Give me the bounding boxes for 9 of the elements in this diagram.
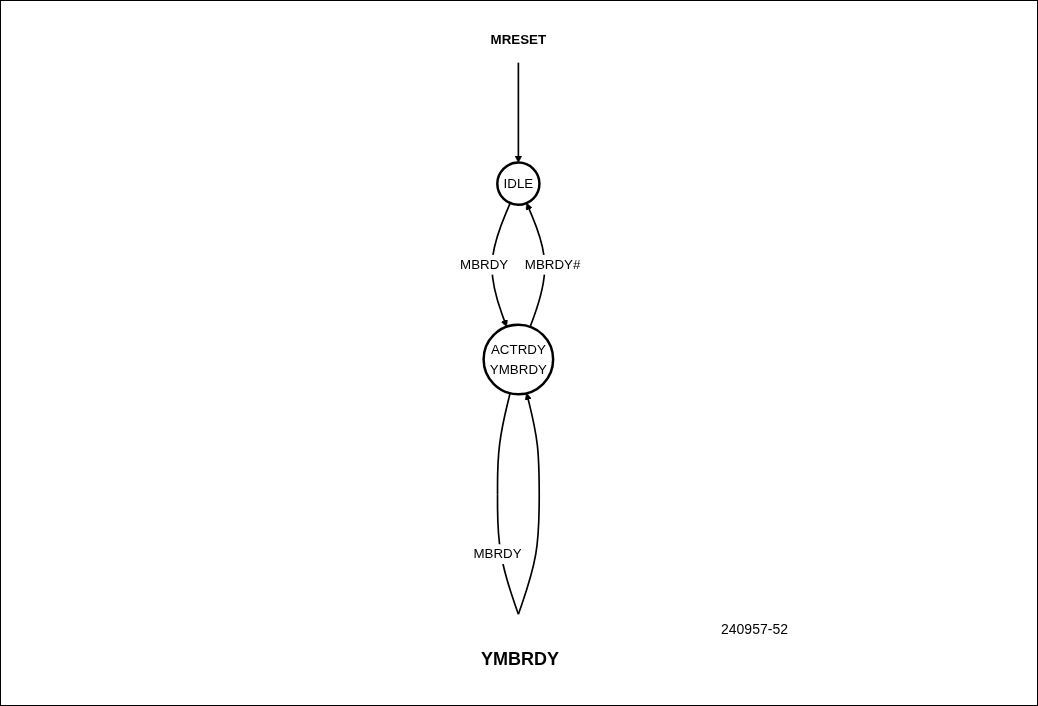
edge-label: MBRDY (459, 257, 508, 272)
node-text: MRESET (490, 32, 546, 47)
node-circle: ACTRDY YMBRDY (482, 323, 555, 396)
diagram-caption: YMBRDY (481, 649, 559, 669)
arrow (514, 61, 522, 163)
node-circle: IDLE (495, 161, 541, 206)
edge-label: MBRDY# (524, 257, 581, 272)
edge-label: MBRDY (473, 546, 522, 561)
figure-number: 240957-52 (721, 621, 788, 637)
